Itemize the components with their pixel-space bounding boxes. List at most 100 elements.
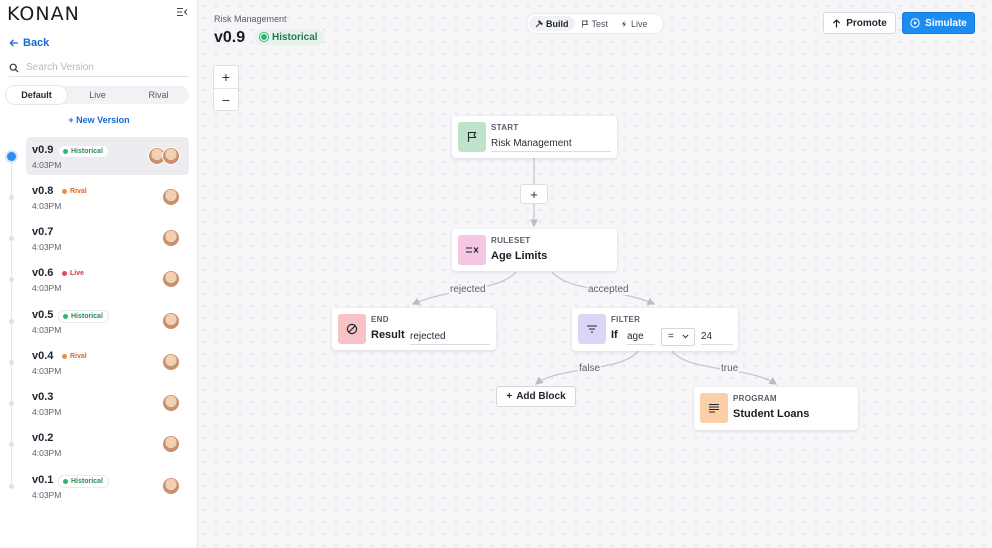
- start-node[interactable]: START Risk Management: [452, 116, 617, 158]
- avatar: [162, 394, 180, 412]
- promote-button[interactable]: Promote: [823, 12, 896, 34]
- flow-edges: [411, 158, 778, 385]
- status-badge: Historical: [58, 145, 109, 158]
- if-label: If: [611, 329, 618, 341]
- document-lines-icon: [700, 393, 728, 423]
- version-item-v0-3[interactable]: v0.3 4:03PM: [9, 384, 189, 422]
- search-version-input[interactable]: [26, 62, 176, 73]
- version-time: 4:03PM: [32, 448, 62, 458]
- zoom-in-button[interactable]: +: [221, 69, 231, 85]
- timeline-dot: [7, 152, 16, 161]
- plus-icon: +: [68, 115, 77, 125]
- status-badge: Live: [58, 268, 90, 279]
- filter-value-input[interactable]: 24: [701, 330, 733, 345]
- timeline-dot: [9, 401, 14, 406]
- flow-canvas[interactable]: Risk Management v0.9 Historical Build Te…: [198, 0, 992, 548]
- status-badge: Historical: [58, 310, 109, 323]
- chevron-down-icon: [682, 334, 689, 339]
- zoom-out-button[interactable]: −: [214, 88, 238, 110]
- filter-icon: [578, 314, 606, 344]
- breadcrumb[interactable]: Risk Management: [214, 14, 287, 24]
- edge-label-false: false: [578, 363, 602, 374]
- version-item-v0-6[interactable]: v0.6 Live 4:03PM: [9, 260, 189, 298]
- version-time: 4:03PM: [32, 490, 62, 500]
- version-name: v0.2: [32, 432, 54, 444]
- version-item-v0-9[interactable]: v0.9 Historical 4:03PM: [7, 137, 189, 175]
- version-item-v0-8[interactable]: v0.8 Rival 4:03PM: [9, 178, 189, 216]
- arrow-left-icon: [9, 39, 18, 47]
- status-dot-icon: [260, 33, 268, 41]
- zoom-controls: + −: [213, 65, 239, 111]
- back-link[interactable]: Back: [9, 37, 49, 49]
- version-timeline: [11, 160, 12, 490]
- version-item-v0-1[interactable]: v0.1 Historical 4:03PM: [9, 467, 189, 505]
- page-title: v0.9: [214, 29, 246, 46]
- ruleset-icon: [458, 235, 486, 265]
- edge-label-accepted: accepted: [587, 284, 630, 295]
- status-badge: Historical: [255, 29, 324, 45]
- collapse-sidebar-icon[interactable]: [176, 7, 188, 17]
- tab-live[interactable]: Live: [614, 16, 654, 31]
- node-type-label: PROGRAM: [733, 394, 777, 403]
- tab-build[interactable]: Build: [529, 16, 575, 31]
- tab-test[interactable]: Test: [575, 16, 615, 31]
- version-item-v0-7[interactable]: v0.7 4:03PM: [9, 219, 189, 257]
- version-time: 4:03PM: [32, 283, 62, 293]
- filter-node[interactable]: FILTER If age = 24: [572, 308, 738, 351]
- version-name: v0.3: [32, 391, 54, 403]
- play-circle-icon: [910, 18, 920, 28]
- filter-tab-live[interactable]: Live: [89, 90, 106, 100]
- avatar: [162, 147, 180, 165]
- version-name: v0.1: [32, 474, 54, 486]
- flag-icon: [581, 20, 588, 27]
- status-badge: Rival: [58, 351, 92, 362]
- timeline-dot: [9, 360, 14, 365]
- timeline-dot: [9, 442, 14, 447]
- node-title: Age Limits: [491, 250, 548, 262]
- version-item-v0-2[interactable]: v0.2 4:03PM: [9, 425, 189, 463]
- version-time: 4:03PM: [32, 325, 62, 335]
- version-sidebar: KONAN Back Default Live Rival + New Vers…: [0, 0, 198, 548]
- filter-field-input[interactable]: age: [627, 330, 655, 345]
- search-icon: [9, 63, 19, 72]
- mode-tabs: Build Test Live: [526, 13, 664, 34]
- ruleset-node[interactable]: RULESET Age Limits: [452, 229, 617, 271]
- filter-tab-rival[interactable]: Rival: [148, 90, 169, 100]
- add-block-button[interactable]: + Add Block: [496, 386, 576, 407]
- version-item-v0-5[interactable]: v0.5 Historical 4:03PM: [9, 302, 189, 340]
- node-type-label: RULESET: [491, 236, 531, 245]
- end-node[interactable]: END Result rejected: [332, 308, 496, 350]
- avatar: [162, 229, 180, 247]
- new-version-label: New Version: [76, 115, 130, 125]
- operator-select[interactable]: =: [661, 328, 695, 346]
- version-time: 4:03PM: [32, 201, 62, 211]
- start-name-field[interactable]: Risk Management: [491, 137, 611, 152]
- lightning-icon: [621, 20, 627, 27]
- version-time: 4:03PM: [32, 366, 62, 376]
- status-badge: Historical: [58, 475, 109, 488]
- timeline-dot: [9, 319, 14, 324]
- new-version-button[interactable]: + New Version: [0, 115, 198, 125]
- timeline-dot: [9, 277, 14, 282]
- block-icon: [338, 314, 366, 344]
- avatar: [162, 477, 180, 495]
- version-filter-tabs: Default Live Rival: [6, 86, 189, 104]
- program-node[interactable]: PROGRAM Student Loans: [694, 387, 858, 430]
- node-type-label: START: [491, 123, 519, 132]
- konan-logo[interactable]: KONAN: [7, 3, 80, 25]
- filter-tab-default[interactable]: Default: [6, 86, 67, 104]
- version-name: v0.8: [32, 185, 54, 197]
- avatar: [162, 312, 180, 330]
- status-badge: Rival: [58, 186, 92, 197]
- timeline-dot: [9, 484, 14, 489]
- result-value-field[interactable]: rejected: [410, 330, 490, 345]
- back-label: Back: [23, 37, 50, 49]
- search-box: [9, 59, 189, 77]
- result-label: Result: [371, 329, 405, 341]
- flag-icon: [458, 122, 486, 152]
- simulate-button[interactable]: Simulate: [902, 12, 975, 34]
- hammer-icon: [535, 19, 543, 27]
- insert-block-button[interactable]: +: [520, 184, 548, 204]
- edge-true: [671, 350, 778, 385]
- version-item-v0-4[interactable]: v0.4 Rival 4:03PM: [9, 343, 189, 381]
